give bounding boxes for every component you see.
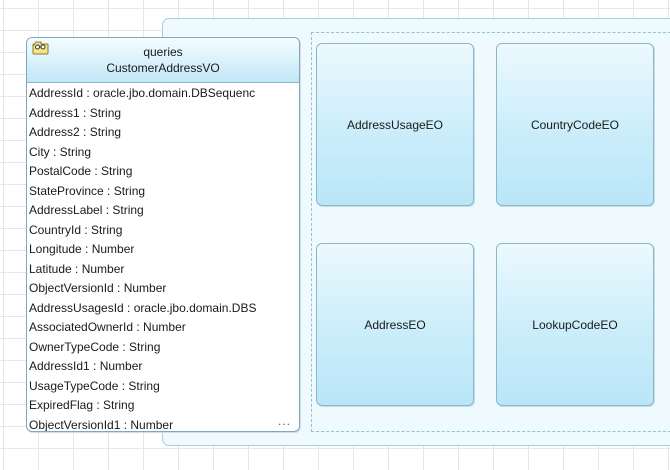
view-object-card[interactable]: queries CustomerAddressVO AddressId : or…: [26, 37, 300, 432]
attribute-item[interactable]: UsageTypeCode : String: [29, 378, 160, 393]
entity-object-country-code[interactable]: CountryCodeEO: [496, 43, 654, 206]
entity-usages-area: [311, 32, 670, 432]
view-object-icon: [32, 41, 49, 55]
attribute-item[interactable]: Address2 : String: [29, 125, 122, 139]
attribute-item[interactable]: City : String: [29, 144, 92, 159]
entity-object-lookup-code[interactable]: LookupCodeEO: [496, 243, 654, 406]
attribute-item[interactable]: AddressUsagesId : oracle.jbo.domain.DBS: [29, 300, 257, 315]
attribute-item[interactable]: Address1 : String: [29, 105, 122, 120]
attribute-item[interactable]: AddressId : oracle.jbo.domain.DBSequenc: [29, 86, 256, 100]
entity-object-label: AddressEO: [364, 317, 426, 332]
attribute-item[interactable]: Longitude : Number: [29, 242, 135, 256]
view-object-usage-name: queries: [143, 45, 183, 59]
entity-object-label: AddressUsageEO: [346, 117, 444, 132]
view-object-definition-name: CustomerAddressVO: [106, 61, 220, 75]
entity-object-label: LookupCodeEO: [532, 317, 618, 332]
attribute-item[interactable]: PostalCode : String: [29, 164, 133, 178]
attribute-item[interactable]: AddressLabel : String: [29, 203, 144, 217]
more-attributes-indicator[interactable]: ...: [277, 414, 291, 428]
attribute-item[interactable]: OwnerTypeCode : String: [29, 339, 161, 354]
attribute-list: AddressId : oracle.jbo.domain.DBSequenc …: [27, 83, 299, 432]
attribute-item[interactable]: AssociatedOwnerId : Number: [29, 320, 186, 334]
attribute-item[interactable]: Latitude : Number: [29, 261, 125, 276]
entity-object-label: CountryCodeEO: [530, 117, 620, 132]
attribute-item[interactable]: AddressId1 : Number: [29, 359, 143, 373]
entity-object-address[interactable]: AddressEO: [316, 243, 474, 406]
entity-object-address-usage[interactable]: AddressUsageEO: [316, 43, 474, 206]
attribute-item[interactable]: StateProvince : String: [29, 183, 146, 198]
attribute-item[interactable]: ObjectVersionId : Number: [29, 281, 167, 295]
attribute-item[interactable]: CountryId : String: [29, 222, 123, 237]
attribute-item[interactable]: ExpiredFlag : String: [29, 398, 135, 412]
attribute-item[interactable]: ObjectVersionId1 : Number: [29, 417, 174, 432]
view-object-header[interactable]: queries CustomerAddressVO: [27, 38, 299, 83]
